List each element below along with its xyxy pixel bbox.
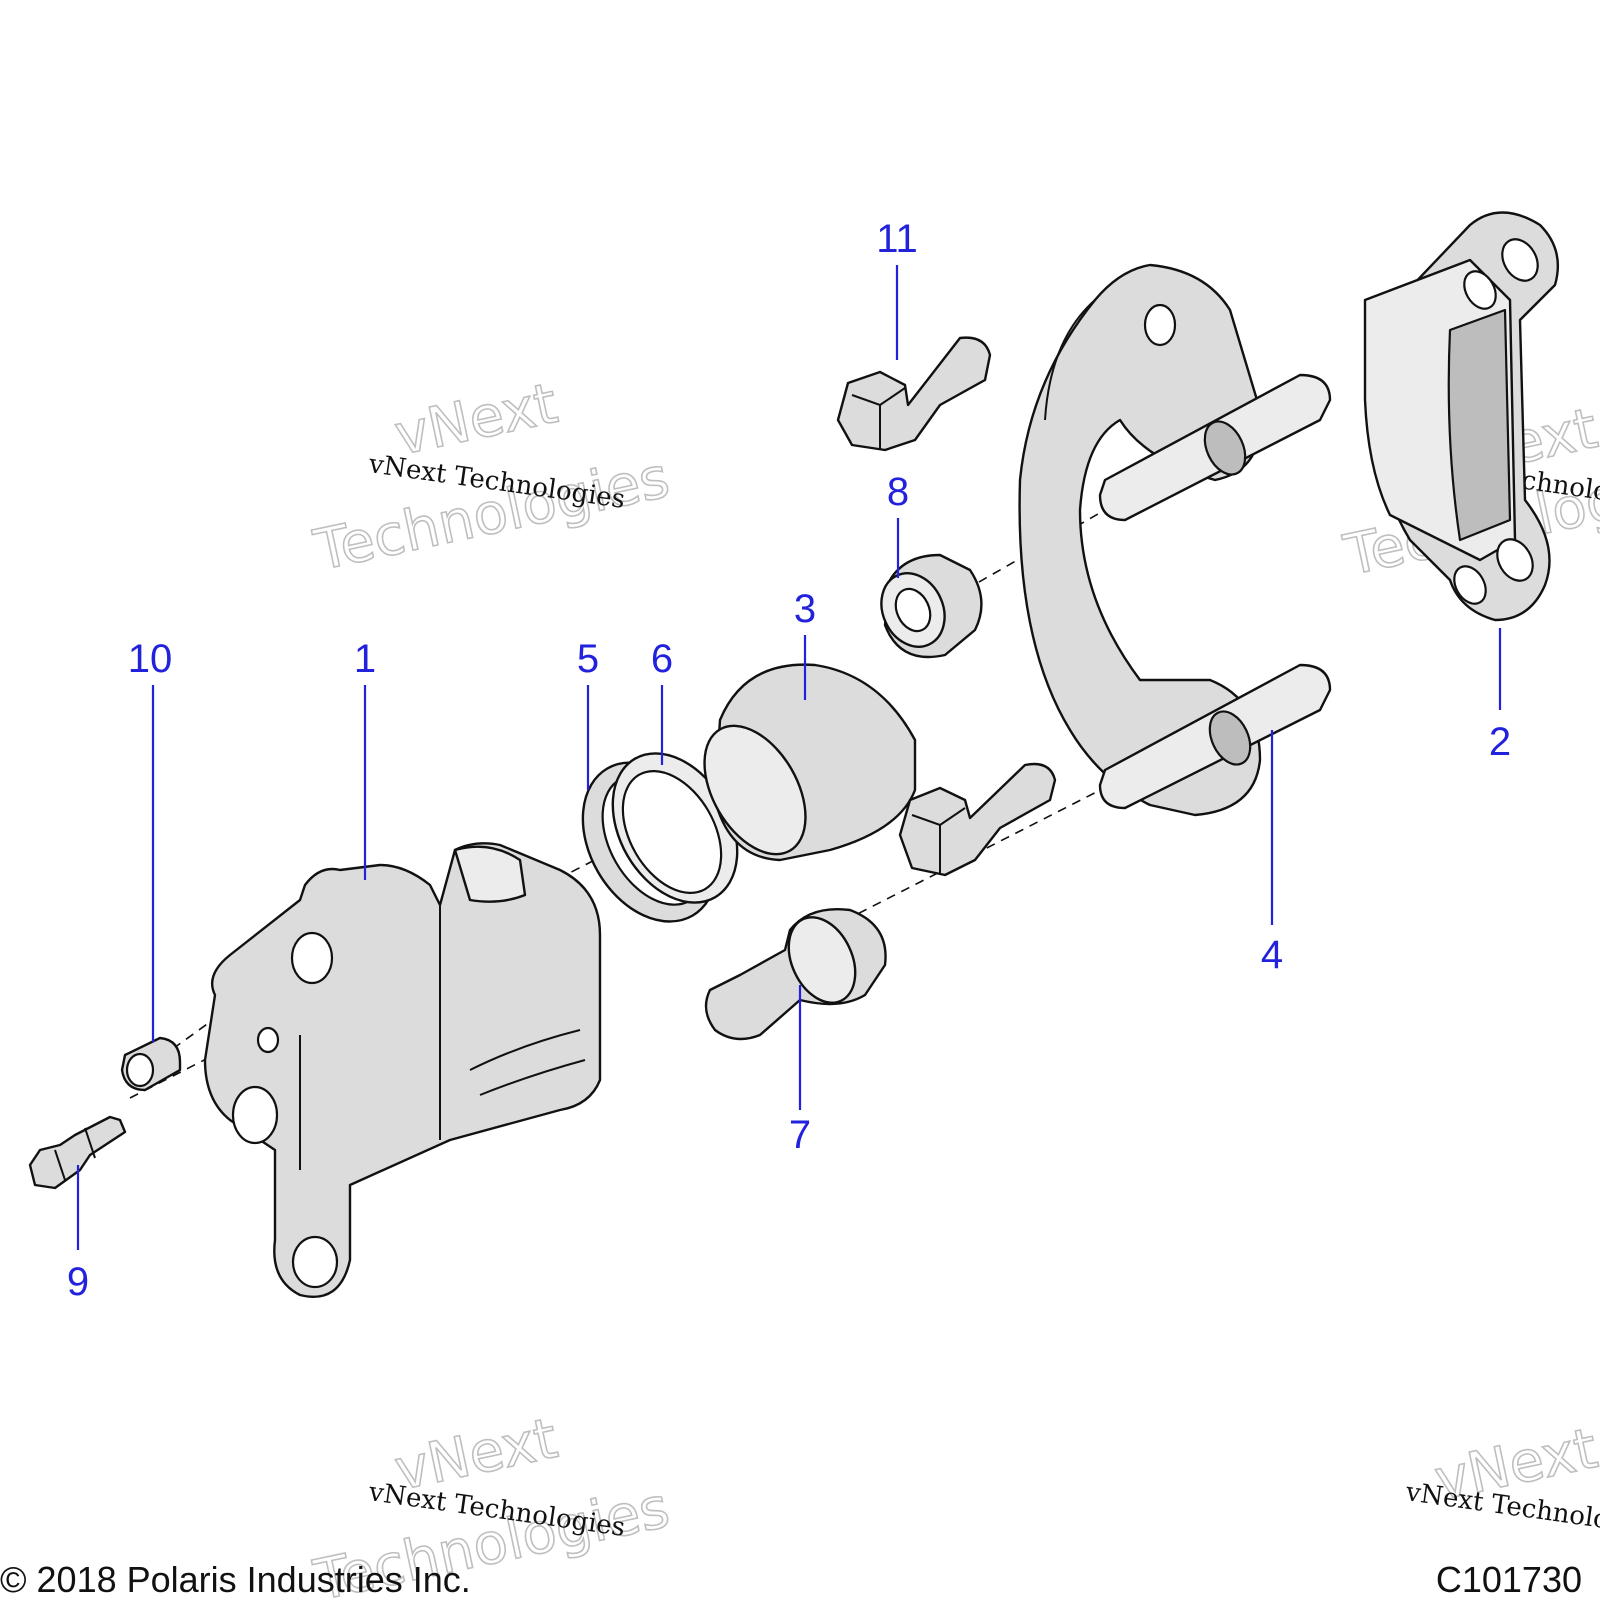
bleeder-screw [28,1115,127,1190]
callout-labels: 1 2 3 4 5 6 7 8 9 10 11 [67,217,1511,1304]
bleeder-plug [120,1036,182,1092]
watermark-bottom-right: vNext vNext Technologies [1403,1415,1600,1543]
callout-3: 3 [794,587,816,631]
watermark-top-left: vNext Technologies vNext Technologies [308,370,676,584]
dust-boot [611,752,739,904]
callout-6: 6 [651,637,673,681]
callout-7: 7 [789,1113,811,1157]
lower-pin-bushing [704,908,887,1041]
copyright-text: © 2018 Polaris Industries Inc. [0,1559,471,1600]
caliper-body [203,842,602,1298]
callout-2: 2 [1489,720,1511,764]
upper-bolt [836,336,992,452]
callout-1: 1 [354,637,376,681]
callout-5: 5 [577,637,599,681]
lower-bolt [898,762,1057,877]
brake-pads [1363,211,1559,622]
callout-8: 8 [887,470,909,514]
watermark-bottom-left: vNext Technologies vNext Technologies [308,1405,676,1600]
watermark-big-line1: vNext [389,371,563,469]
caliper-port [256,1026,280,1054]
callout-10: 10 [128,637,173,681]
caliper-bore-lower [291,1235,339,1289]
piston [703,663,917,862]
callout-4: 4 [1261,933,1283,977]
bracket-lower-pin [1098,663,1332,810]
bracket-upper-pin [1098,373,1332,522]
figure-id: C101730 [1436,1559,1582,1600]
caliper-bore-upper [290,931,334,985]
callout-leaders [76,265,1502,1250]
caliper-bore-front [231,1085,279,1145]
callout-9: 9 [67,1260,89,1304]
upper-bushing [880,553,983,659]
callout-11: 11 [876,217,918,261]
bracket-hole [1143,303,1177,347]
